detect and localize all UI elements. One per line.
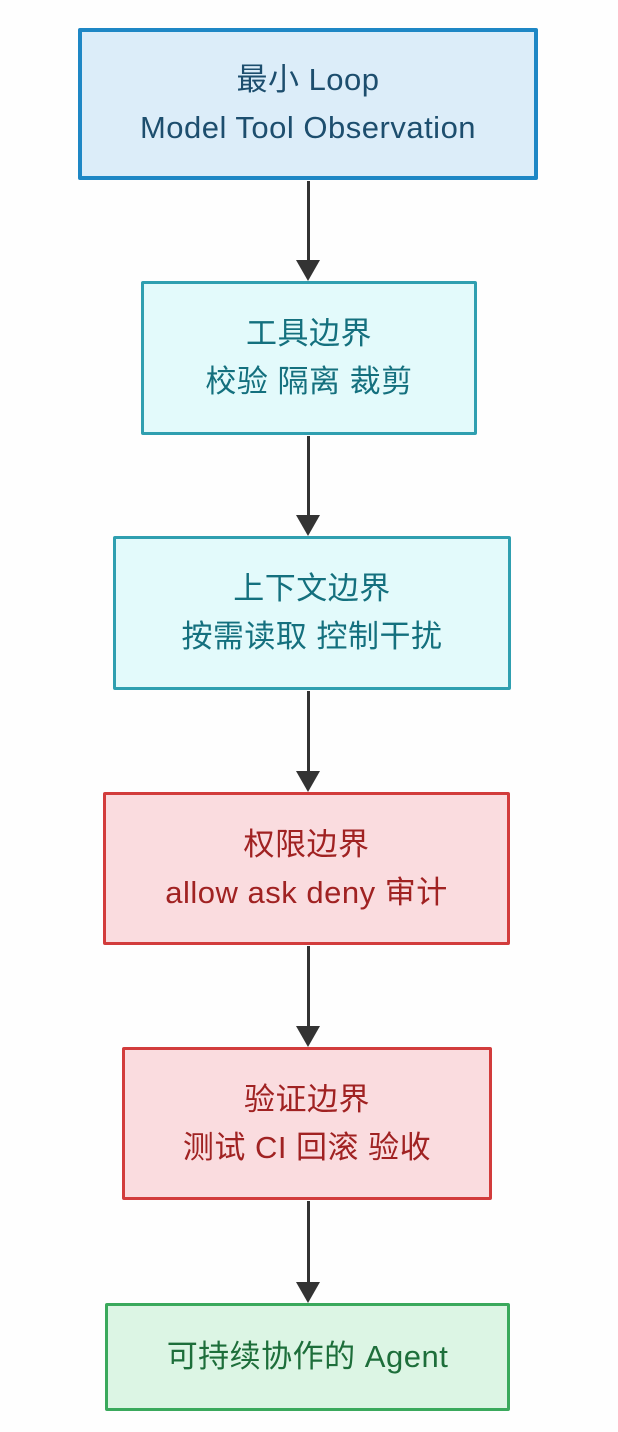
arrow-head-icon [296, 1282, 320, 1303]
flow-arrow-2 [296, 436, 321, 536]
node-title: 权限边界 [243, 826, 370, 862]
flow-arrow-4 [296, 946, 321, 1047]
flow-arrow-5 [296, 1201, 321, 1303]
flow-node-permission-boundary: 权限边界 allow ask deny 审计 [103, 792, 510, 945]
arrow-shaft [307, 946, 310, 1026]
arrow-shaft [307, 1201, 310, 1282]
flow-node-sustainable-agent: 可持续协作的 Agent [105, 1303, 510, 1411]
node-subtitle: 按需读取 控制干扰 [181, 619, 443, 654]
node-title: 可持续协作的 Agent [166, 1339, 449, 1374]
flow-arrow-3 [296, 691, 321, 792]
arrow-shaft [307, 691, 310, 771]
flow-node-verification-boundary: 验证边界 测试 CI 回滚 验收 [122, 1047, 492, 1200]
arrow-head-icon [296, 771, 320, 792]
flow-node-minimal-loop: 最小 Loop Model Tool Observation [78, 28, 538, 180]
node-subtitle: 校验 隔离 裁剪 [205, 364, 413, 399]
node-title: 验证边界 [244, 1081, 370, 1117]
arrow-head-icon [296, 515, 320, 536]
flow-node-context-boundary: 上下文边界 按需读取 控制干扰 [113, 536, 511, 690]
arrow-shaft [307, 436, 310, 515]
arrow-shaft [307, 181, 310, 260]
flow-node-tool-boundary: 工具边界 校验 隔离 裁剪 [141, 281, 477, 435]
node-title: 工具边界 [246, 316, 372, 351]
node-subtitle: 测试 CI 回滚 验收 [182, 1129, 432, 1165]
flow-arrow-1 [296, 181, 321, 281]
node-title: 上下文边界 [233, 571, 391, 606]
node-subtitle: allow ask deny 审计 [165, 874, 448, 910]
arrow-head-icon [296, 1026, 320, 1047]
node-subtitle: Model Tool Observation [139, 110, 477, 145]
node-title: 最小 Loop [236, 62, 380, 97]
arrow-head-icon [296, 260, 320, 281]
